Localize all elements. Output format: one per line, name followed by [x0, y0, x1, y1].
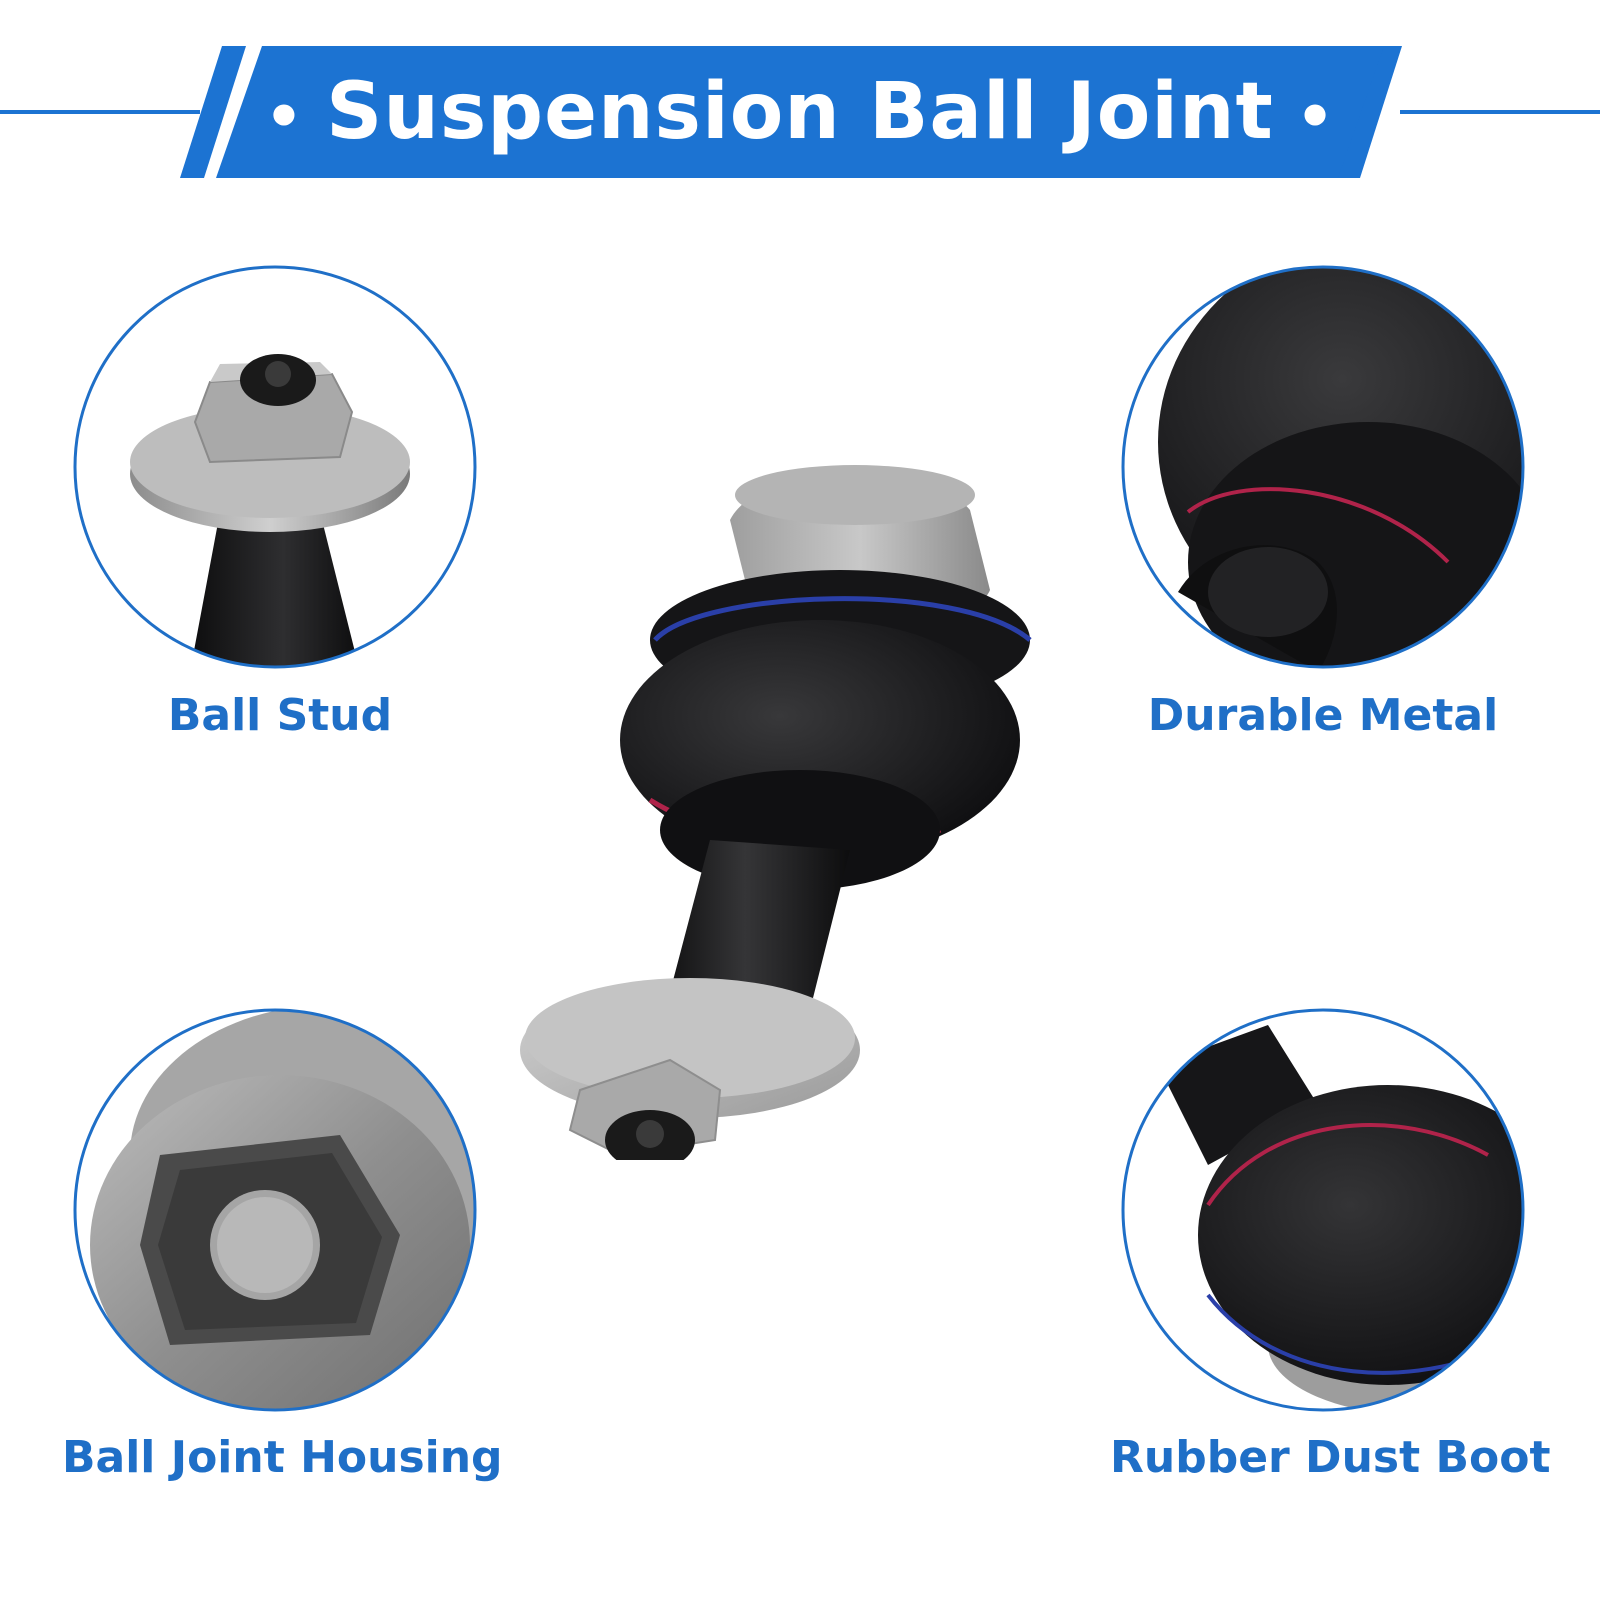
- callout-label-rubber-dust-boot: Rubber Dust Boot: [1110, 1432, 1551, 1483]
- durable-metal-detail: [1118, 262, 1528, 672]
- ball-joint-housing-detail: [70, 1005, 480, 1415]
- ball-stud-detail: [70, 262, 480, 672]
- title-dot-left: •: [264, 81, 305, 152]
- callout-label-ball-joint-housing: Ball Joint Housing: [62, 1432, 503, 1483]
- title-label: Suspension Ball Joint: [326, 67, 1274, 157]
- ball-joint-product-image: [500, 440, 1100, 1160]
- callout-label-ball-stud: Ball Stud: [167, 690, 393, 741]
- title-banner: [0, 0, 1600, 200]
- title-dot-right: •: [1295, 81, 1336, 152]
- callout-label-durable-metal: Durable Metal: [1147, 690, 1499, 741]
- rubber-dust-boot-detail: [1118, 1005, 1528, 1415]
- page-title: • Suspension Ball Joint •: [0, 46, 1600, 178]
